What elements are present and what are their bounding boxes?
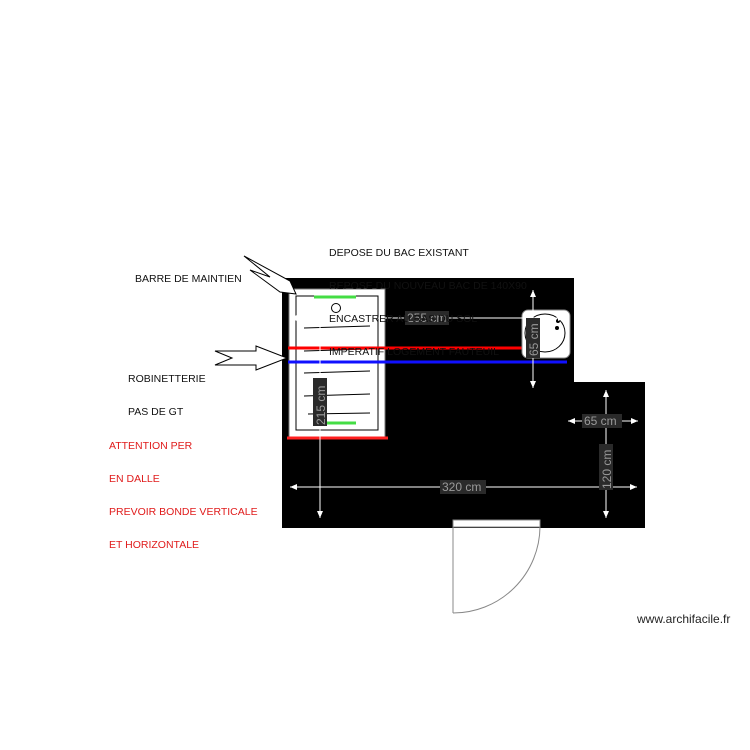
dim-shower: 215 cm [314,386,328,425]
note-bac: DEPOSE DU BAC EXISTANT REPOSE DU NOUVEAU… [329,226,527,369]
note-barre: BARRE DE MAINTIEN [135,252,242,296]
dim-width-top: 255 cm [407,311,446,325]
door [452,519,541,614]
arrow-robinetterie [214,345,289,371]
note-attention-line: ET HORIZONTALE [109,539,200,551]
note-robinetterie: ROBINETTERIE PAS DE GT [128,352,206,429]
watermark: www.archifacile.fr [637,612,731,626]
note-bac-line: ENCASTRER AU RAS DU SOL [329,313,478,325]
dim-step-width: 65 cm [584,414,617,428]
dimension-arrowheads [290,290,638,518]
note-attention-line: ATTENTION PER [109,440,193,452]
dim-step-height: 120 cm [600,450,614,489]
dimension-labels: 255 cm 65 cm 215 cm 65 cm 120 cm 320 cm [313,311,622,494]
note-attention-line: PREVOIR BONDE VERTICALE [109,506,258,518]
note-barre-line: BARRE DE MAINTIEN [135,273,242,285]
dim-sink: 65 cm [527,323,541,356]
arrow-barre [243,255,297,295]
note-bac-line: REPOSE DU NOUVEAU BAC DE 140X90 [329,280,527,292]
note-attention-line: EN DALLE [109,473,160,485]
note-attention: ATTENTION PER EN DALLE PREVOIR BONDE VER… [109,419,258,562]
drain-icon [331,303,341,313]
note-robinetterie-line: ROBINETTERIE [128,373,206,385]
note-robinetterie-line: PAS DE GT [128,406,184,418]
note-bac-line: DEPOSE DU BAC EXISTANT [329,247,469,259]
note-bac-line: IMPERATIF LOGEMENT FAUTEUIL [329,346,499,358]
dim-total-width: 320 cm [442,480,481,494]
